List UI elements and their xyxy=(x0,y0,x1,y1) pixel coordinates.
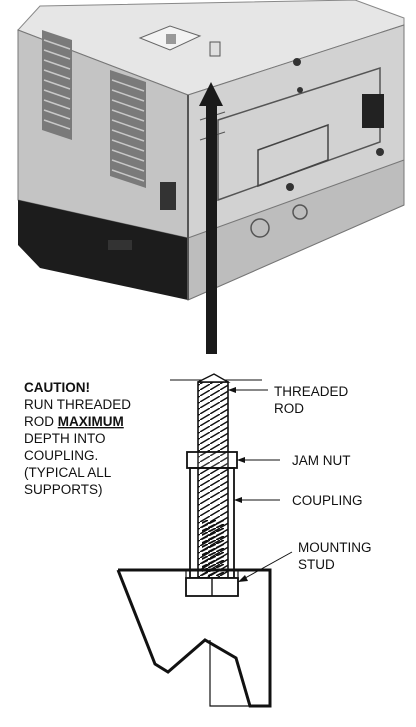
generator-housing xyxy=(17,0,416,305)
mounting-stud-label-1: MOUNTING xyxy=(298,540,372,555)
threaded-rod-label-2: ROD xyxy=(274,401,304,416)
threaded-rod-label-1: THREADED xyxy=(274,384,349,399)
caution-heading: CAUTION! xyxy=(24,380,90,395)
caution-line-5: (TYPICAL ALL xyxy=(24,465,112,480)
coupling-label: COUPLING xyxy=(292,493,363,508)
caution-line-6: SUPPORTS) xyxy=(24,482,103,497)
switch-box xyxy=(362,94,384,128)
mounting-detail xyxy=(116,373,293,708)
threaded-rod xyxy=(197,373,231,579)
jam-nut-label: JAM NUT xyxy=(292,453,351,468)
caution-line-2: ROD MAXIMUM xyxy=(24,414,124,429)
caution-line-1: RUN THREADED xyxy=(24,397,131,412)
vent-panel-left xyxy=(42,30,72,140)
caution-line-3: DEPTH INTO xyxy=(24,431,106,446)
access-panel xyxy=(217,66,381,202)
support-foot xyxy=(116,568,272,708)
caution-note: CAUTION! RUN THREADED ROD MAXIMUM DEPTH … xyxy=(24,380,131,497)
vent-panel-right xyxy=(110,70,146,188)
mounting-stud-label-2: STUD xyxy=(298,557,335,572)
label-plate xyxy=(160,182,176,210)
caution-line-4: COUPLING. xyxy=(24,448,98,463)
insertion-arrow xyxy=(199,82,223,354)
jam-nut xyxy=(186,451,238,469)
